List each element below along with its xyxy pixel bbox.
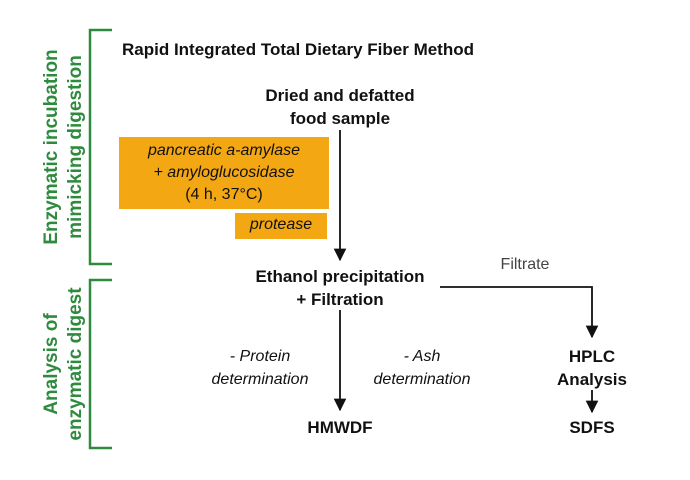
node-protein-determination: - Protein determination <box>190 345 330 391</box>
node-hplc-line: HPLC <box>568 347 616 366</box>
node-ash-line: determination <box>373 371 471 388</box>
node-sdfs: SDFS <box>569 418 615 437</box>
node-protein-line: - Protein <box>229 348 291 365</box>
protease-box <box>235 213 327 239</box>
edge-label-filtrate: Filtrate <box>500 256 550 273</box>
section-label-line: mimicking digestion <box>65 55 86 239</box>
node-hplc: HPLC Analysis <box>537 345 647 391</box>
node-sample: Dried and defatted food sample <box>240 84 440 130</box>
section-label-enzymatic-incubation: Enzymatic incubation mimicking digestion <box>40 42 88 252</box>
node-hplc-line: Analysis <box>557 370 627 389</box>
section-label-line: Enzymatic incubation <box>41 49 62 245</box>
node-enzymes-line: + amyloglucosidase <box>153 164 295 181</box>
diagram-title: Rapid Integrated Total Dietary Fiber Met… <box>122 40 474 59</box>
node-precipitation-line: Ethanol precipitation <box>255 267 425 286</box>
node-precipitation-line: + Filtration <box>296 290 384 309</box>
arrow-filtrate-to-hplc <box>440 286 599 339</box>
enzyme-box <box>119 137 329 209</box>
node-ash-determination: - Ash determination <box>352 345 492 391</box>
node-protease: protease <box>249 216 313 233</box>
node-protein-line: determination <box>211 371 309 388</box>
section-label-line: Analysis of <box>41 313 62 415</box>
section-label-line: enzymatic digest <box>65 287 86 441</box>
node-sample-line: Dried and defatted <box>265 86 415 105</box>
bracket-top <box>88 28 112 266</box>
node-enzymes-line: pancreatic a-amylase <box>147 142 301 159</box>
section-label-analysis: Analysis of enzymatic digest <box>40 259 88 469</box>
node-hmwdf: HMWDF <box>307 418 373 437</box>
node-sample-line: food sample <box>289 109 391 128</box>
node-precipitation: Ethanol precipitation + Filtration <box>225 265 455 311</box>
node-ash-line: - Ash <box>403 348 441 365</box>
node-enzymes-line: (4 h, 37°C) <box>185 186 263 203</box>
bracket-bottom <box>88 278 112 450</box>
node-enzymes: pancreatic a-amylase + amyloglucosidase … <box>119 140 329 206</box>
